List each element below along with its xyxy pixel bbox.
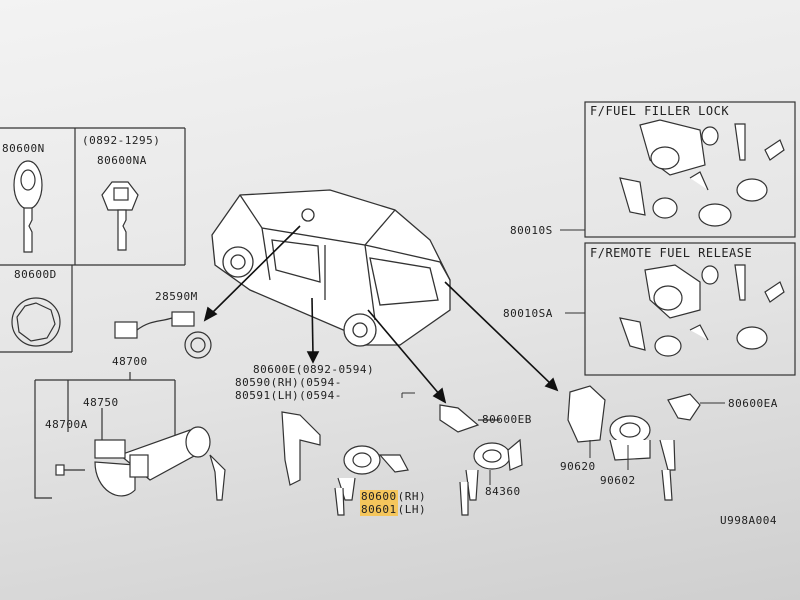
fuel-filler-lock-parts-icon [619,119,785,227]
key-icon [13,160,43,253]
part-label-key-alt: 80600NA [97,154,147,167]
part-label-ignition-sub2: 48700A [45,418,88,431]
part-side-lh: (LH) [397,503,427,516]
box-title-remote-release: F/REMOTE FUEL RELEASE [590,246,753,260]
part-label-fuel-lock: 90602 [600,474,636,487]
part-label-ignition-assy: 48700 [112,355,148,368]
door-lock-icon [281,411,409,516]
harness-icon [114,311,212,359]
part-label-door-lock-3: 80591(LH)(0594- [235,389,342,402]
part-label-fuel-bracket: 80600EA [728,397,778,410]
back-door-lock-icon [439,404,523,516]
part-code-lh: 80601 [360,503,398,516]
ignition-cylinder-icon [55,426,226,501]
figure-code: U998A004 [720,514,777,527]
remote-fuel-release-parts-icon [619,264,785,357]
part-side-rh: (RH) [397,490,427,503]
part-label-key: 80600N [2,142,45,155]
part-label-ring: 80600D [14,268,57,281]
part-label-fuel-filler: 80010S [510,224,553,237]
part-label-ignition-sub: 48750 [83,396,119,409]
part-label-back-lock: 84360 [485,485,521,498]
part-label-lh: 80601(LH) [360,503,426,516]
box-title-fuel-filler: F/FUEL FILLER LOCK [590,104,730,118]
part-label-door-lock-2: 80590(RH)(0594- [235,376,342,389]
part-label-harness: 28590M [155,290,198,303]
part-label-rh: 80600(RH) [360,490,426,503]
part-label-bracket: 80600EB [482,413,532,426]
part-label-remote-release: 80010SA [503,307,553,320]
part-code-rh: 80600 [360,490,398,503]
part-label-housing: 90620 [560,460,596,473]
key-icon [101,181,139,251]
vehicle-illustration [211,189,451,347]
key-ring-icon [11,297,61,347]
fuel-lid-lock-icon [567,385,701,501]
part-label-door-lock-1: 80600E(0892-0594) [253,363,375,376]
part-date-note: (0892-1295) [82,134,161,147]
